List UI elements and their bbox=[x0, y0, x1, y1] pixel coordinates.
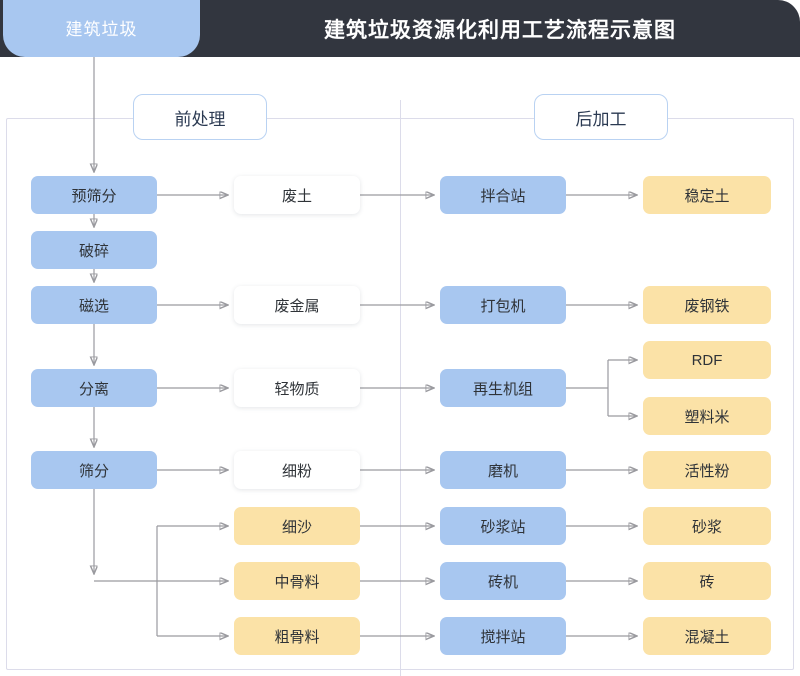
node-machine-brick-machine[interactable]: 砖机 bbox=[440, 562, 566, 600]
node-material-medium-aggregate[interactable]: 中骨料 bbox=[234, 562, 360, 600]
node-product-brick[interactable]: 砖 bbox=[643, 562, 771, 600]
node-material-waste-soil[interactable]: 废土 bbox=[234, 176, 360, 214]
node-material-fine-powder[interactable]: 细粉 bbox=[234, 451, 360, 489]
node-material-light-matter[interactable]: 轻物质 bbox=[234, 369, 360, 407]
node-machine-concrete-mixing-station[interactable]: 搅拌站 bbox=[440, 617, 566, 655]
node-process-separation[interactable]: 分离 bbox=[31, 369, 157, 407]
node-machine-mortar-station[interactable]: 砂浆站 bbox=[440, 507, 566, 545]
node-product-stabilized-soil[interactable]: 稳定土 bbox=[643, 176, 771, 214]
node-product-plastic-pellets[interactable]: 塑料米 bbox=[643, 397, 771, 435]
node-product-concrete[interactable]: 混凝土 bbox=[643, 617, 771, 655]
node-machine-regeneration-unit[interactable]: 再生机组 bbox=[440, 369, 566, 407]
section-tab-pre-treatment[interactable]: 前处理 bbox=[133, 94, 267, 140]
node-product-active-powder[interactable]: 活性粉 bbox=[643, 451, 771, 489]
node-process-screening[interactable]: 筛分 bbox=[31, 451, 157, 489]
node-material-fine-sand[interactable]: 细沙 bbox=[234, 507, 360, 545]
header-tab-input-material[interactable]: 建筑垃圾 bbox=[3, 0, 200, 57]
node-process-crushing[interactable]: 破碎 bbox=[31, 231, 157, 269]
node-product-rdf[interactable]: RDF bbox=[643, 341, 771, 379]
node-process-magnetic-separation[interactable]: 磁选 bbox=[31, 286, 157, 324]
node-material-waste-metal[interactable]: 废金属 bbox=[234, 286, 360, 324]
node-material-coarse-aggregate[interactable]: 粗骨料 bbox=[234, 617, 360, 655]
node-machine-baler[interactable]: 打包机 bbox=[440, 286, 566, 324]
section-divider bbox=[400, 100, 401, 676]
node-machine-mill[interactable]: 磨机 bbox=[440, 451, 566, 489]
page-title: 建筑垃圾资源化利用工艺流程示意图 bbox=[324, 18, 676, 42]
node-product-mortar[interactable]: 砂浆 bbox=[643, 507, 771, 545]
node-machine-mixing-station[interactable]: 拌合站 bbox=[440, 176, 566, 214]
node-process-pre-screening[interactable]: 预筛分 bbox=[31, 176, 157, 214]
node-product-scrap-steel[interactable]: 废钢铁 bbox=[643, 286, 771, 324]
section-tab-post-processing[interactable]: 后加工 bbox=[534, 94, 668, 140]
